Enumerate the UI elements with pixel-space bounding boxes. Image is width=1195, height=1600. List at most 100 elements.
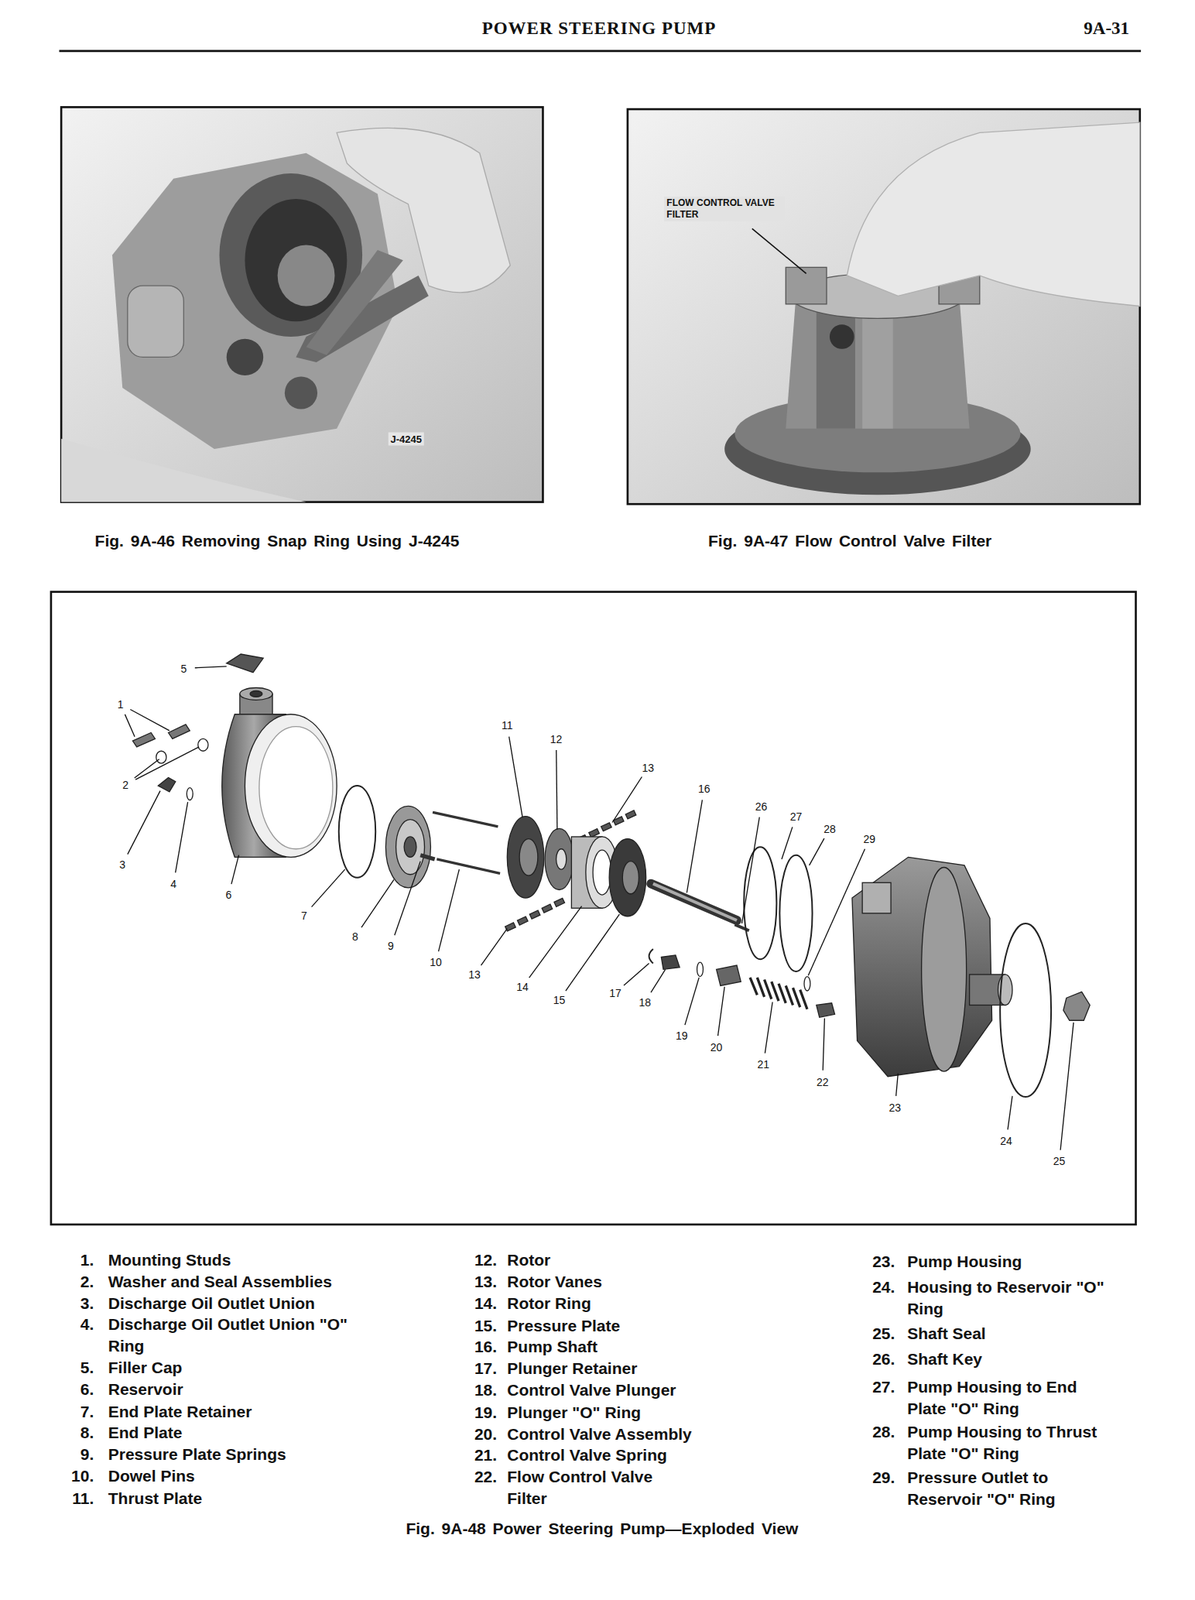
leader-line: [1007, 1095, 1013, 1130]
part-number: 20.: [474, 1423, 497, 1445]
part-number: 22.: [474, 1465, 497, 1488]
callout-number: 28: [822, 822, 837, 836]
part-number: 19.: [474, 1401, 497, 1424]
part-number: 1.: [80, 1249, 95, 1271]
callout-number: 9: [386, 939, 395, 952]
part-number: 8.: [80, 1421, 95, 1444]
leader-line: [481, 928, 508, 966]
part-name: Rotor Ring: [506, 1292, 591, 1315]
leader-line: [612, 776, 642, 822]
part-name: Discharge Oil Outlet Union "O" Ring: [108, 1313, 364, 1357]
leader-line: [438, 869, 460, 952]
part-name: Mounting Studs: [108, 1249, 232, 1271]
part-number: 29.: [872, 1466, 895, 1489]
part-label: FLOW CONTROL VALVE FILTER: [664, 196, 785, 222]
leader-line: [195, 666, 227, 668]
part-name: Thrust Plate: [108, 1487, 203, 1510]
callout-number: 18: [638, 996, 653, 1009]
callout-number: 13: [640, 761, 655, 774]
callout-number: 26: [754, 800, 769, 813]
part-name: Housing to Reservoir "O" Ring: [907, 1276, 1107, 1320]
leader-line: [529, 906, 583, 978]
leader-line: [623, 962, 650, 986]
callout-number: 10: [428, 955, 443, 969]
leader-line: [684, 977, 699, 1025]
callout-number: 11: [500, 719, 514, 732]
part-name: Rotor: [506, 1249, 551, 1271]
part-name: Filler Cap: [108, 1356, 183, 1379]
figure-caption: Fig. 9A-48 Power Steering Pump—Exploded …: [405, 1519, 798, 1538]
leader-line: [650, 969, 666, 993]
part-name: Control Valve Assembly: [506, 1423, 692, 1445]
leader-line: [686, 799, 702, 893]
leader-line: [556, 749, 558, 830]
part-number: 3.: [80, 1292, 95, 1315]
part-number: 11.: [71, 1487, 94, 1510]
part-number: 6.: [80, 1378, 95, 1401]
part-name: End Plate Retainer: [108, 1400, 253, 1423]
part-name: Pressure Plate: [506, 1314, 620, 1337]
callout-number: 8: [351, 930, 360, 943]
callout-number: 20: [709, 1040, 724, 1054]
tool-label: J-4245: [388, 431, 425, 446]
callout-number: 15: [552, 993, 567, 1007]
part-number: 7.: [80, 1400, 95, 1423]
part-number: 16.: [474, 1335, 497, 1358]
leader-line: [134, 759, 160, 778]
part-name: Shaft Key: [907, 1348, 983, 1370]
callout-number: 19: [674, 1029, 689, 1042]
photo-pump-snap-ring: [61, 127, 511, 502]
callout-number: 14: [515, 980, 530, 993]
callout-number: 24: [999, 1134, 1014, 1148]
part-number: 25.: [872, 1322, 895, 1345]
part-number: 15.: [474, 1314, 497, 1337]
part-name: Pump Housing to Thrust Plate "O" Ring: [907, 1420, 1130, 1465]
leader-line: [135, 746, 199, 780]
part-number: 10.: [71, 1465, 94, 1487]
part-name: Rotor Vanes: [506, 1270, 603, 1293]
part-name: End Plate: [108, 1421, 183, 1444]
leader-line: [764, 1002, 773, 1054]
leader-line: [361, 879, 394, 928]
callout-number: 5: [179, 662, 188, 675]
callout-number: 22: [815, 1075, 830, 1089]
part-number: 27.: [872, 1376, 895, 1398]
callout-number: 17: [608, 986, 623, 1000]
part-number: 24.: [872, 1276, 895, 1298]
part-number: 9.: [80, 1443, 95, 1466]
leader-line: [809, 838, 825, 866]
part-name: Flow Control Valve Filter: [506, 1465, 697, 1510]
figure-caption: Fig. 9A-46 Removing Snap Ring Using J-42…: [95, 531, 460, 551]
leader-line: [394, 861, 421, 936]
leader-line: [127, 790, 161, 855]
leader-line: [742, 817, 761, 924]
callout-number: 2: [121, 778, 130, 791]
part-number: 2.: [80, 1270, 95, 1293]
leader-line: [896, 1073, 899, 1096]
part-name: Discharge Oil Outlet Union: [108, 1292, 316, 1315]
leader-line: [124, 714, 135, 737]
part-name: Washer and Seal Assemblies: [108, 1270, 333, 1293]
leader-line: [130, 708, 170, 730]
part-name: Reservoir: [108, 1378, 184, 1401]
callout-number: 23: [888, 1101, 903, 1114]
callout-number: 1: [116, 698, 125, 711]
leader-line: [808, 849, 865, 976]
part-number: 4.: [80, 1313, 95, 1336]
callout-number: 3: [118, 858, 127, 871]
part-number: 21.: [474, 1444, 497, 1466]
part-name: Plunger "O" Ring: [506, 1401, 641, 1424]
part-number: 13.: [474, 1270, 497, 1293]
leader-line: [311, 869, 346, 907]
leader-line: [175, 801, 189, 873]
callout-number: 12: [549, 732, 564, 746]
leader-line: [822, 1018, 825, 1071]
callout-number: 4: [169, 877, 178, 891]
leader-line: [565, 914, 620, 991]
part-name: Pressure Plate Springs: [108, 1443, 287, 1466]
part-number: 17.: [474, 1357, 497, 1380]
leader-line: [1060, 1022, 1074, 1151]
part-number: 14.: [474, 1292, 497, 1315]
figure-caption: Fig. 9A-47 Flow Control Valve Filter: [708, 531, 992, 551]
